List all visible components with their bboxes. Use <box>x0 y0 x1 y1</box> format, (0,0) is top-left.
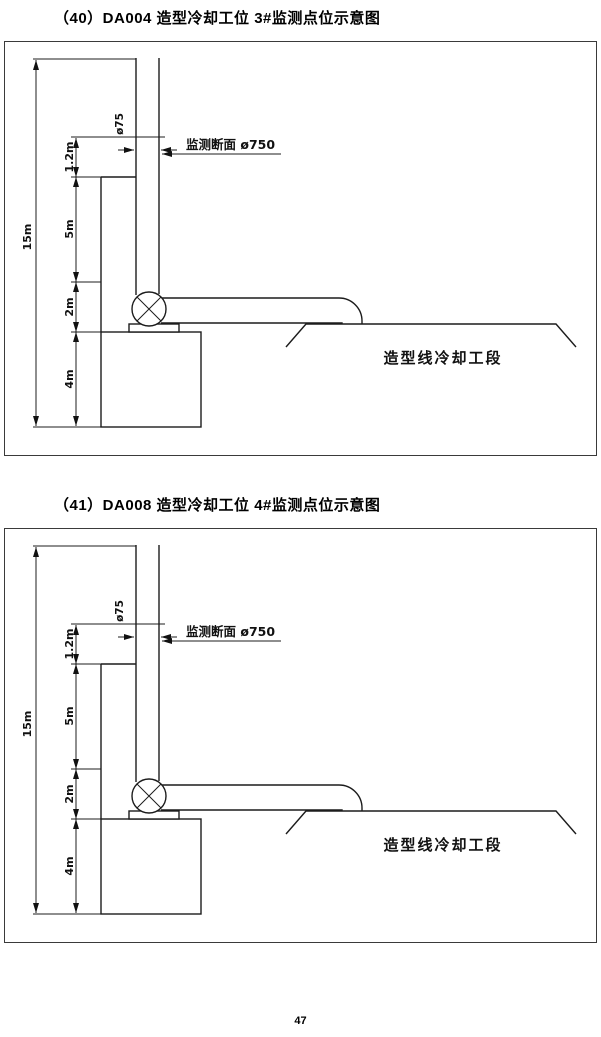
diagram-labels: 15m 1.2m 5m 2m 4m ø75 监测断面 ø750 造型线冷却工段 <box>21 600 502 875</box>
horizontal-duct <box>161 297 363 324</box>
dim-label-seg-upper: 5m <box>63 219 76 238</box>
figure-41-diagram: 15m 1.2m 5m 2m 4m ø75 监测断面 ø750 造型线冷却工段 <box>4 528 597 943</box>
foundation-base <box>100 818 202 915</box>
building-label: 造型线冷却工段 <box>383 836 502 854</box>
dim-label-seg-upper: 5m <box>63 706 76 725</box>
foundation-base <box>100 331 202 428</box>
dim-label-seg-bottom: 4m <box>63 369 76 388</box>
horizontal-duct <box>161 784 363 811</box>
building-outline <box>285 810 577 835</box>
building-label: 造型线冷却工段 <box>383 349 502 367</box>
building-outline <box>285 323 577 348</box>
fan-cross-lines <box>136 783 162 809</box>
dim-label-seg-top: 1.2m <box>63 629 76 660</box>
figure-40: （40）DA004 造型冷却工位 3#监测点位示意图 <box>0 0 601 456</box>
support-structure <box>100 663 202 915</box>
diagram-canvas: 15m 1.2m 5m 2m 4m ø75 监测断面 ø750 造型线冷却工段 <box>21 545 577 915</box>
fan-symbol <box>131 291 167 327</box>
duct-outer-line <box>162 784 363 811</box>
fan-cross-lines <box>136 296 162 322</box>
dim-label-total-height: 15m <box>21 224 34 251</box>
figure-40-diagram: 15m 1.2m 5m 2m 4m ø75 监测断面 ø750 造型线冷却工段 <box>4 41 597 456</box>
roof-line <box>285 323 577 348</box>
fan-symbol <box>131 778 167 814</box>
stack-pipe <box>135 58 160 295</box>
figure-41-title: （41）DA008 造型冷却工位 4#监测点位示意图 <box>54 497 381 514</box>
dim-label-seg-top: 1.2m <box>63 142 76 173</box>
stack-pipe <box>135 545 160 782</box>
dim-label-seg-mid: 2m <box>63 784 76 803</box>
diagram-labels: 15m 1.2m 5m 2m 4m ø75 监测断面 ø750 造型线冷却工段 <box>21 113 502 388</box>
dimension-lines <box>33 547 281 913</box>
monitor-section-label: 监测断面 ø750 <box>186 137 275 152</box>
diagram-canvas: 15m 1.2m 5m 2m 4m ø75 监测断面 ø750 造型线冷却工段 <box>21 58 577 428</box>
dim-label-seg-bottom: 4m <box>63 856 76 875</box>
dim-label-seg-mid: 2m <box>63 297 76 316</box>
port-diameter-label: ø75 <box>114 113 126 135</box>
support-structure <box>100 176 202 428</box>
port-diameter-label: ø75 <box>114 600 126 622</box>
page-number: 47 <box>294 1015 307 1027</box>
monitor-section-label: 监测断面 ø750 <box>186 624 275 639</box>
dimension-lines <box>33 60 281 426</box>
roof-line <box>285 810 577 835</box>
figure-40-title: （40）DA004 造型冷却工位 3#监测点位示意图 <box>54 10 381 27</box>
dim-label-total-height: 15m <box>21 711 34 738</box>
figure-41: （41）DA008 造型冷却工位 4#监测点位示意图 <box>0 456 601 943</box>
duct-outer-line <box>162 297 363 324</box>
